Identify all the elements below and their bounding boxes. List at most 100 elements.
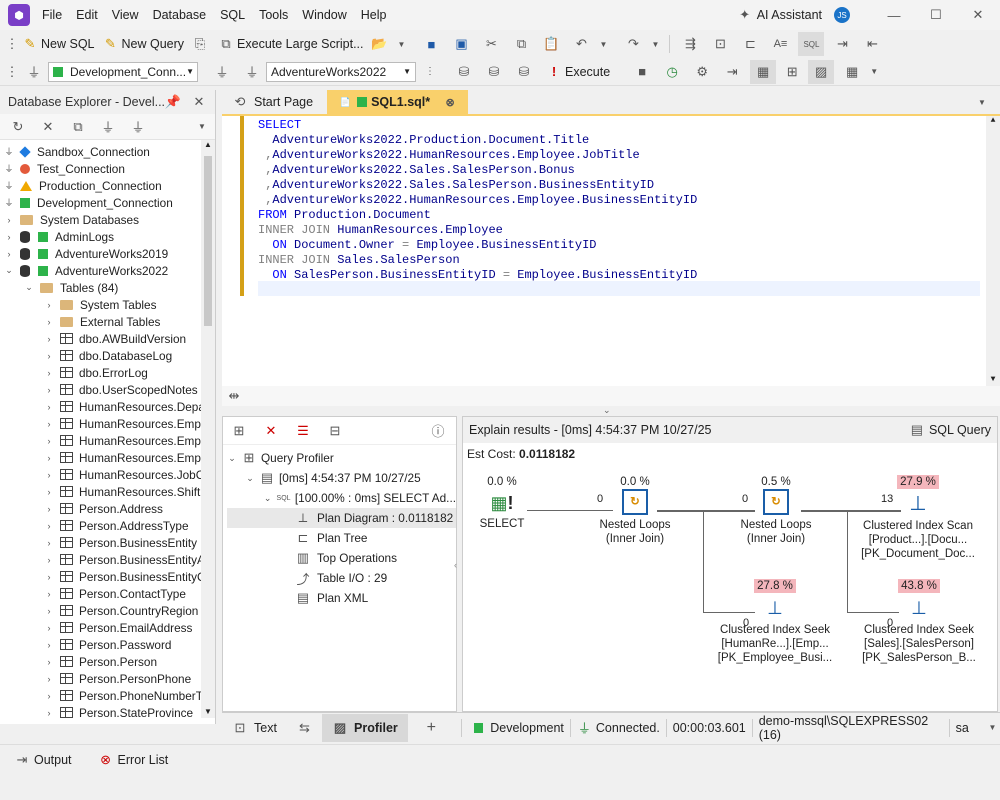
close-tab-icon[interactable]: ⊗ bbox=[442, 94, 458, 110]
tree-item[interactable]: ›Person.AddressType bbox=[0, 517, 215, 534]
expand-icon[interactable]: ⏚ bbox=[4, 145, 14, 158]
redo-dropdown-icon[interactable]: ▼ bbox=[647, 36, 663, 52]
pin-icon[interactable]: 📌 bbox=[165, 94, 181, 110]
expand-icon[interactable]: › bbox=[44, 436, 54, 446]
execute-button[interactable]: Execute bbox=[565, 65, 610, 79]
expand-icon[interactable]: › bbox=[44, 606, 54, 616]
avatar[interactable]: JS bbox=[834, 7, 850, 23]
expand-icon[interactable]: ⌄ bbox=[24, 282, 34, 293]
tree-item[interactable]: ›dbo.AWBuildVersion bbox=[0, 330, 215, 347]
database-icon[interactable]: ⛁ bbox=[456, 64, 472, 80]
delete-icon[interactable]: ✕ bbox=[263, 423, 279, 439]
expand-icon[interactable]: › bbox=[4, 215, 14, 225]
expand-icon[interactable]: › bbox=[44, 300, 54, 310]
save-all-icon[interactable]: ▣ bbox=[453, 36, 469, 52]
code-text[interactable]: SELECT AdventureWorks2022.Production.Doc… bbox=[258, 118, 697, 283]
tree-item[interactable]: ⏚Sandbox_Connection bbox=[0, 143, 215, 160]
tab-list-icon[interactable]: ▼ bbox=[974, 94, 990, 110]
tree-item[interactable]: ⏚Development_Connection bbox=[0, 194, 215, 211]
expand-icon[interactable]: › bbox=[44, 572, 54, 582]
sql-editor[interactable]: SELECT AdventureWorks2022.Production.Doc… bbox=[222, 116, 1000, 406]
cut-icon[interactable]: ✂ bbox=[483, 36, 499, 52]
swap-icon[interactable]: ⇆ bbox=[297, 720, 312, 736]
tree-item[interactable]: ›Person.BusinessEntity bbox=[0, 534, 215, 551]
menu-item-sql[interactable]: SQL bbox=[220, 8, 245, 22]
tab-text[interactable]: ⊡ Text bbox=[222, 714, 287, 742]
profiler-item-top-operations[interactable]: ▥Top Operations bbox=[227, 548, 456, 568]
expand-icon[interactable]: › bbox=[4, 232, 14, 242]
disconnect-icon[interactable]: ⏚ bbox=[244, 64, 260, 80]
menu-item-view[interactable]: View bbox=[112, 8, 139, 22]
delete-icon[interactable]: ✕ bbox=[40, 119, 56, 135]
sql-query-button[interactable]: ▤SQL Query bbox=[909, 422, 991, 438]
menu-item-edit[interactable]: Edit bbox=[76, 8, 98, 22]
menu-item-tools[interactable]: Tools bbox=[259, 8, 288, 22]
tree-item[interactable]: ⌄AdventureWorks2022 bbox=[0, 262, 215, 279]
profiler-root[interactable]: ⌄⊞Query Profiler bbox=[227, 448, 456, 468]
indent-icon[interactable]: ⇥ bbox=[834, 36, 850, 52]
tab-error-list[interactable]: ⊗ Error List bbox=[98, 752, 169, 768]
disconnect-icon[interactable]: ⏚ bbox=[130, 119, 146, 135]
expand-icon[interactable]: › bbox=[44, 351, 54, 361]
new-sql-button[interactable]: New SQL bbox=[41, 37, 95, 51]
plan-node-clustered-index-seek-2[interactable]: 43.8 % ⊥ Clustered Index Seek [Sales].[S… bbox=[859, 579, 979, 665]
plan-icon[interactable]: ▨ bbox=[808, 60, 834, 84]
profiler-run[interactable]: ⌄▤[0ms] 4:54:37 PM 10/27/25 bbox=[227, 468, 456, 488]
scroll-down-icon[interactable]: ▼ bbox=[201, 707, 215, 716]
execute-large-script-button[interactable]: Execute Large Script... bbox=[237, 37, 363, 51]
format-icon[interactable]: ⇶ bbox=[682, 36, 698, 52]
profiler-item-plan-diagram[interactable]: ⟂Plan Diagram : 0.0118182 bbox=[227, 508, 456, 528]
tree-item[interactable]: ›System Tables bbox=[0, 296, 215, 313]
connection-select[interactable]: Development_Conn... ▼ bbox=[48, 62, 198, 82]
status-dropdown-icon[interactable]: ▼ bbox=[985, 720, 1000, 736]
expand-icon[interactable]: › bbox=[44, 402, 54, 412]
more-dropdown-icon[interactable]: ▼ bbox=[866, 64, 882, 80]
dropdown-icon[interactable]: ⋮ bbox=[422, 64, 438, 80]
expand-icon[interactable]: › bbox=[44, 521, 54, 531]
tree-item[interactable]: ›Person.BusinessEntityAc bbox=[0, 551, 215, 568]
tree-item[interactable]: ›Person.PhoneNumberTy bbox=[0, 687, 215, 704]
add-tab-icon[interactable]: + bbox=[424, 720, 439, 736]
history-icon[interactable]: ◷ bbox=[664, 64, 680, 80]
tree-item[interactable]: ›HumanResources.Emplo bbox=[0, 432, 215, 449]
expand-icon[interactable]: › bbox=[44, 674, 54, 684]
new-profile-icon[interactable]: ⊞ bbox=[231, 423, 247, 439]
schema-icon[interactable]: ⊞ bbox=[784, 64, 800, 80]
expand-icon[interactable]: › bbox=[44, 470, 54, 480]
tree-item[interactable]: ›dbo.ErrorLog bbox=[0, 364, 215, 381]
plug-icon[interactable]: ⏚ bbox=[214, 64, 230, 80]
plan-node-clustered-index-seek-1[interactable]: 27.8 % ⊥ Clustered Index Seek [HumanRe..… bbox=[713, 579, 837, 665]
tree-item[interactable]: ›HumanResources.JobCa bbox=[0, 466, 215, 483]
outdent-icon[interactable]: ⇤ bbox=[864, 36, 880, 52]
new-connection-icon[interactable]: ⏚ bbox=[100, 119, 116, 135]
dropdown-icon[interactable]: ▼ bbox=[393, 36, 409, 52]
collapse-arrow-icon[interactable]: ‹ bbox=[454, 560, 457, 570]
tree-item[interactable]: ›HumanResources.Emplo bbox=[0, 415, 215, 432]
database-refresh-icon[interactable]: ⛁ bbox=[486, 64, 502, 80]
tree-item[interactable]: ›AdventureWorks2019 bbox=[0, 245, 215, 262]
expand-icon[interactable]: › bbox=[44, 385, 54, 395]
expand-icon[interactable]: › bbox=[44, 504, 54, 514]
tree-item[interactable]: ›Person.Password bbox=[0, 636, 215, 653]
tree-item[interactable]: ›Person.PersonPhone bbox=[0, 670, 215, 687]
tree-item[interactable]: ›System Databases bbox=[0, 211, 215, 228]
expand-icon[interactable]: › bbox=[44, 555, 54, 565]
tree-item[interactable]: ⏚Production_Connection bbox=[0, 177, 215, 194]
profile-icon[interactable]: ⚙ bbox=[694, 64, 710, 80]
profiler-statement[interactable]: ⌄SQL[100.00% : 0ms] SELECT Ad... bbox=[227, 488, 456, 508]
profiler-item-plan-tree[interactable]: ⊏Plan Tree bbox=[227, 528, 456, 548]
new-file-icon[interactable]: ⎘ bbox=[192, 36, 208, 52]
dropdown-icon[interactable]: ▼ bbox=[194, 119, 210, 135]
spell-icon[interactable]: A≡ bbox=[772, 36, 788, 52]
expand-icon[interactable]: › bbox=[44, 334, 54, 344]
tree-item[interactable]: ›Person.Person bbox=[0, 653, 215, 670]
tree-item[interactable]: ›Person.StateProvince bbox=[0, 704, 215, 718]
tree-item[interactable]: ›External Tables bbox=[0, 313, 215, 330]
report-icon[interactable]: ▦ bbox=[844, 64, 860, 80]
splitter-chevron-icon[interactable]: ⌄ bbox=[603, 405, 611, 416]
paste-icon[interactable]: 📋 bbox=[543, 36, 559, 52]
expand-icon[interactable]: › bbox=[44, 419, 54, 429]
expand-icon[interactable]: › bbox=[4, 249, 14, 259]
plan-node-nested-loops-1[interactable]: 0.0 % ↻ Nested Loops (Inner Join) bbox=[585, 475, 685, 546]
close-icon[interactable]: ✕ bbox=[970, 7, 986, 23]
